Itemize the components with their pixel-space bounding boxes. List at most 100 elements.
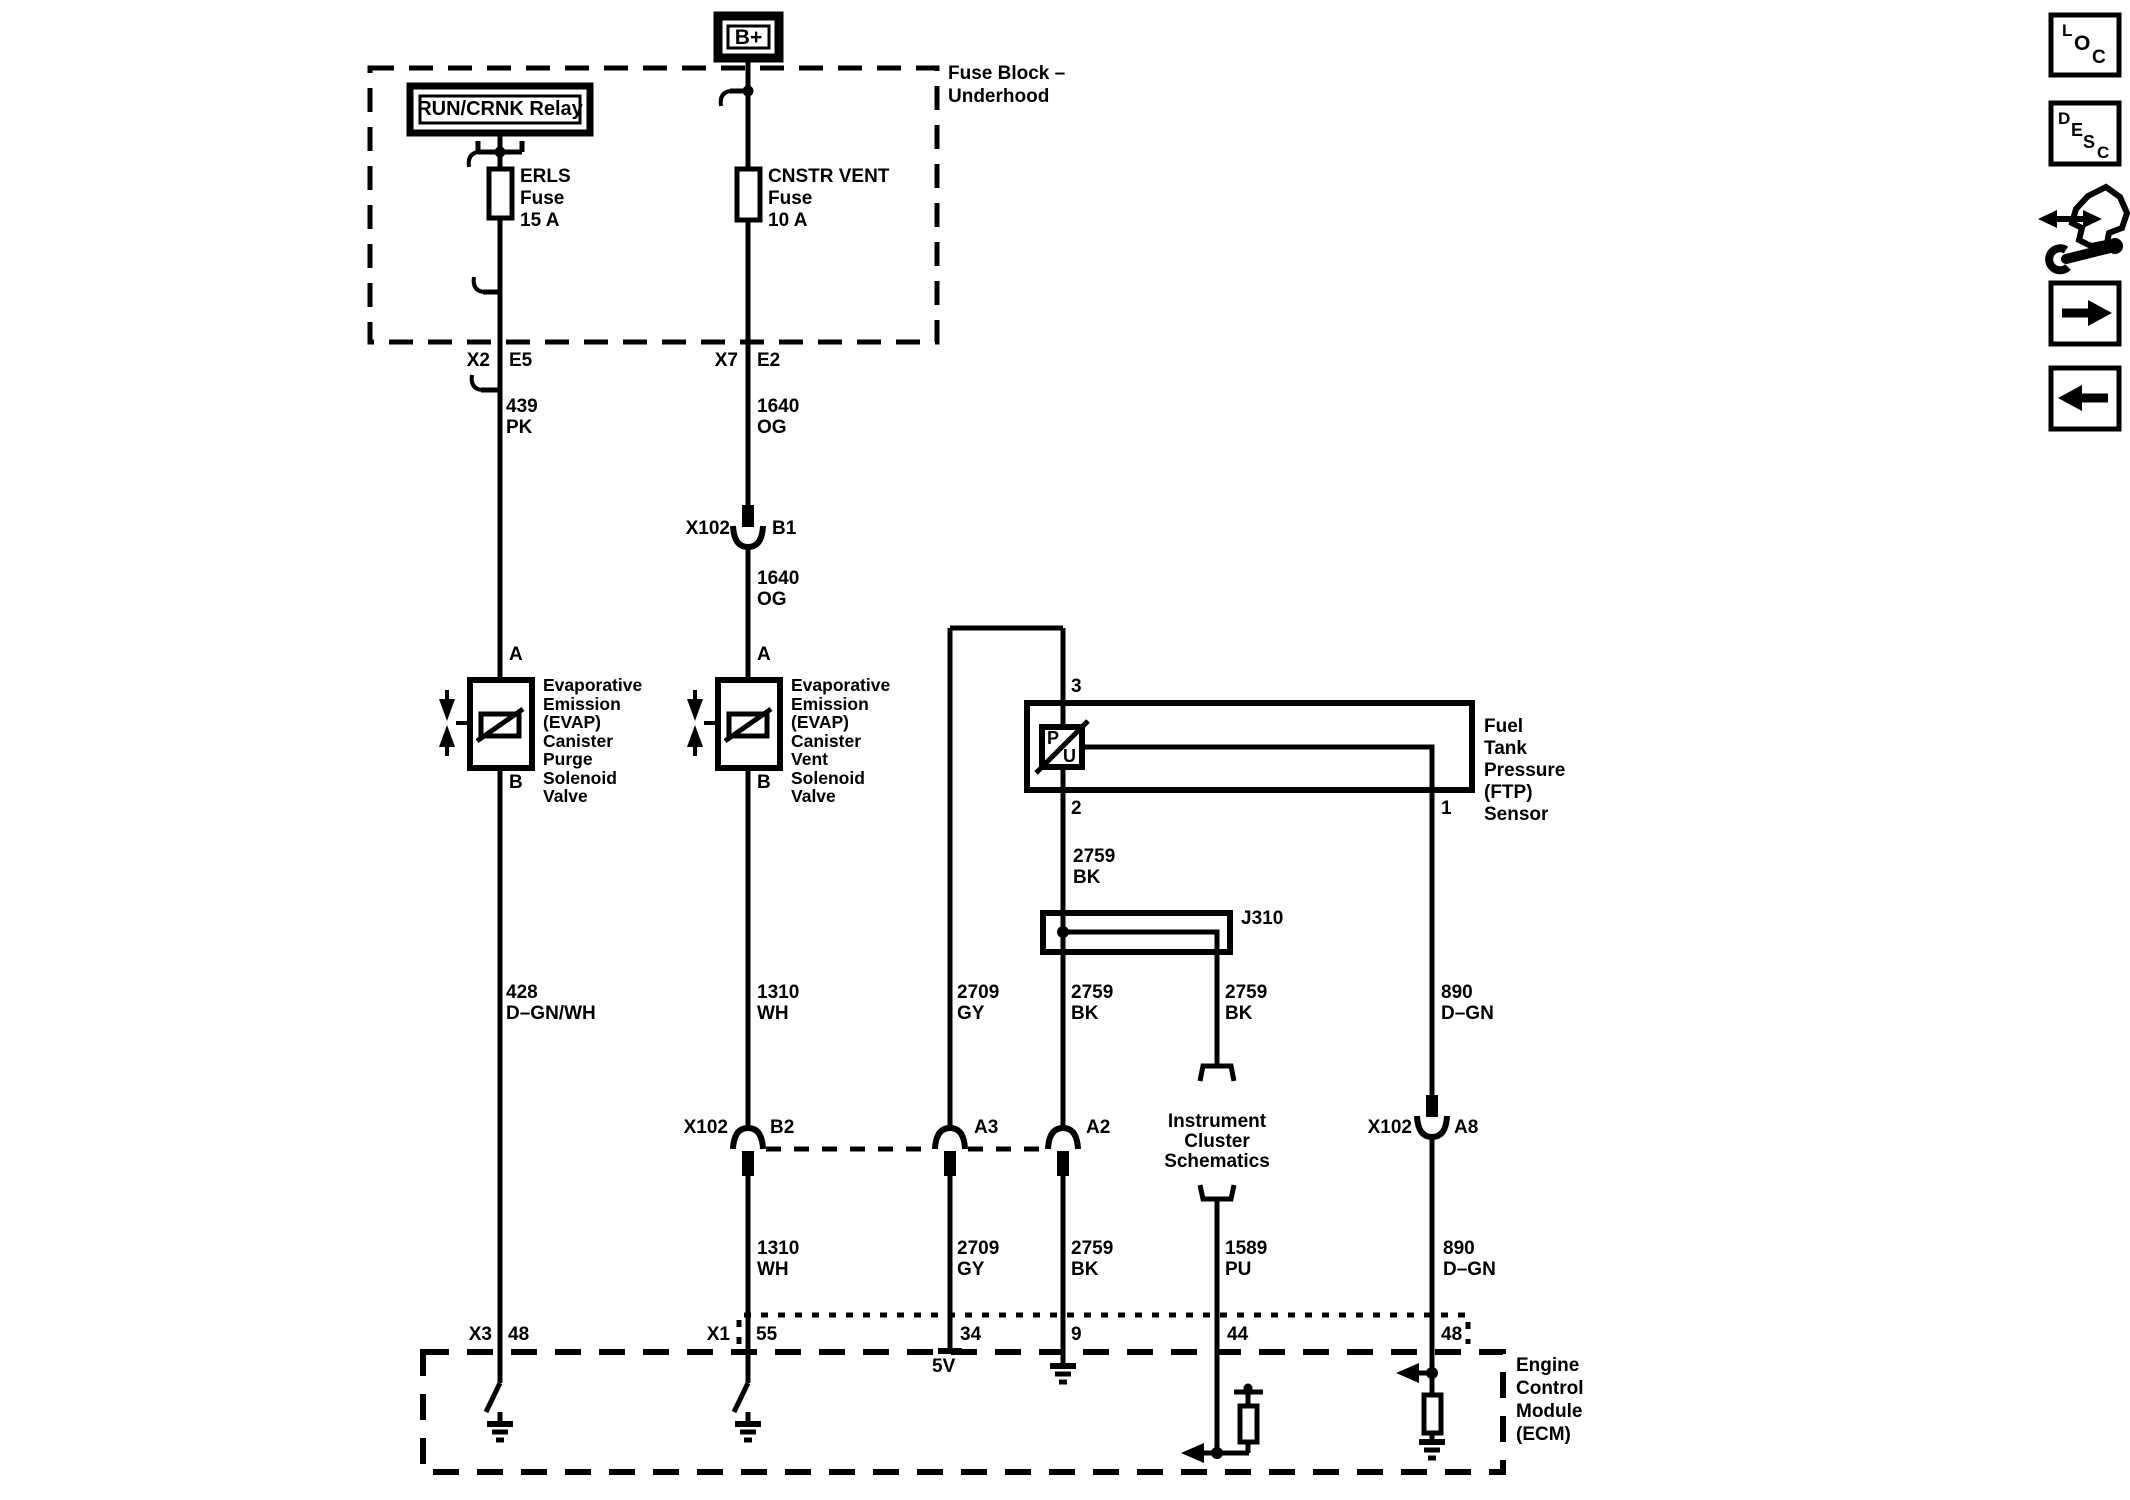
connector-x7-label: X7 [714, 350, 738, 371]
wire-label-1640-og-a: 1640 OG [757, 396, 800, 438]
evap-vent-valve-box [687, 677, 783, 771]
ground-symbol-ecm-48 [487, 1412, 513, 1443]
cnstr-vent-fuse-symbol [734, 166, 763, 223]
fuse-block-label: Fuse Block – Underhood [948, 63, 1066, 107]
ecm-pin-9-label: 9 [1071, 1324, 1082, 1345]
pin-b-purge-label: B [509, 772, 523, 793]
connector-x2-label: X2 [466, 350, 490, 371]
battery-positive-box [713, 11, 784, 63]
ecm-pin-34-label: 34 [960, 1324, 982, 1345]
wire-label-1640-og-b: 1640 OG [757, 568, 800, 610]
pin-e5-label: E5 [509, 350, 533, 371]
diagnostic-repair-icon[interactable] [2038, 183, 2130, 275]
ftp-sensor-label: Fuel Tank Pressure (FTP) Sensor [1484, 716, 1566, 825]
x1-connector-dotted-line [736, 1312, 1471, 1344]
ecm-internal-44 [1181, 1383, 1263, 1463]
sidebar-desc-letter-s[interactable]: S [2083, 132, 2096, 152]
sidebar-desc-letter-c[interactable]: C [2097, 143, 2110, 162]
pin-b1-label: B1 [772, 518, 797, 539]
sidebar-desc-letter-e[interactable]: E [2071, 120, 2084, 140]
ecm-connector-x1-label: X1 [706, 1324, 730, 1345]
x102-a8-connector [1414, 1095, 1450, 1141]
sidebar-loc-letter-c[interactable]: C [2092, 47, 2106, 68]
fuse-block-underhood-box [367, 65, 940, 345]
pin-a2-label: A2 [1086, 1117, 1111, 1138]
pin-1-label: 1 [1441, 798, 1452, 819]
wire-label-890-dgn-a: 890 D–GN [1441, 982, 1494, 1024]
connector-x102-a8-label: X102 [1367, 1117, 1412, 1138]
back-arrow-icon [2058, 385, 2108, 411]
ecm-box [420, 1349, 1506, 1475]
ftp-pressure-u-label: U [1063, 746, 1076, 766]
sidebar-loc-letter-o[interactable]: O [2074, 32, 2091, 55]
wire-label-1310-wh-a: 1310 WH [757, 982, 800, 1024]
wire-label-2709-gy-b: 2709 GY [957, 1238, 1000, 1280]
ftp-sensor-box [1024, 700, 1475, 793]
wire-label-2759-bk-c: 2759 BK [1225, 982, 1268, 1024]
wire-label-439-pk: 439 PK [506, 396, 538, 438]
evap-purge-valve-box [439, 677, 535, 771]
pin-a-vent-label: A [757, 644, 771, 665]
sidebar-back-button-box [2048, 365, 2122, 432]
sidebar-loc-letter-l[interactable]: L [2062, 21, 2073, 40]
sidebar-desc-button[interactable] [2051, 103, 2119, 164]
ecm-driver-switch-x1-55 [731, 1381, 751, 1414]
ecm-pin-44-label: 44 [1227, 1324, 1249, 1345]
ecm-pin-48-x1-label: 48 [1441, 1324, 1463, 1345]
evap-purge-valve-label: Evaporative Emission (EVAP) Canister Pur… [543, 675, 643, 806]
terminal-clip-cnstr [718, 85, 754, 107]
j310-splice-label: J310 [1241, 908, 1284, 929]
x102-a2-connector [1045, 1124, 1081, 1176]
connector-x102-b1-label: X102 [685, 518, 730, 539]
ground-symbol-ecm-9 [1050, 1352, 1076, 1385]
ecm-internal-48 [1396, 1363, 1445, 1461]
terminal-clip-x2 [469, 374, 498, 393]
ftp-pressure-p-label: P [1047, 728, 1060, 748]
ground-symbol-ecm-55 [735, 1412, 761, 1443]
run-crnk-relay-label: RUN/CRNK Relay [417, 98, 583, 120]
ecm-pin-55-label: 55 [756, 1324, 778, 1345]
instrument-cluster-schematics-label: Instrument Cluster Schematics [1164, 1111, 1270, 1172]
sidebar-loc-button-box [2048, 12, 2122, 78]
cnstr-vent-fuse-label: CNSTR VENT Fuse 10 A [768, 166, 890, 231]
pin-3-label: 3 [1071, 676, 1082, 697]
erls-fuse-symbol [486, 166, 515, 221]
battery-positive-label: B+ [734, 25, 763, 49]
wire-label-2759-bk-a: 2759 BK [1073, 846, 1116, 888]
sidebar-desc-letter-d[interactable]: D [2058, 109, 2071, 128]
ecm-5v-label: 5V [932, 1356, 956, 1377]
sidebar-back-button[interactable] [2051, 368, 2119, 429]
x102-b1-connector [730, 505, 766, 551]
pin-a8-label: A8 [1454, 1117, 1479, 1138]
wire-2709-gy [938, 625, 1063, 1354]
evap-vent-valve-label: Evaporative Emission (EVAP) Canister Ven… [791, 675, 891, 806]
erls-fuse-label: ERLS Fuse 15 A [520, 166, 571, 231]
sidebar-next-button-box [2048, 280, 2122, 347]
wire-label-1589-pu: 1589 PU [1225, 1238, 1268, 1280]
wire-label-2709-gy-a: 2709 GY [957, 982, 1000, 1024]
sidebar-desc-button-box [2048, 100, 2122, 167]
wire-label-428-dgnwh: 428 D–GN/WH [506, 982, 596, 1024]
sidebar-loc-button[interactable] [2051, 15, 2119, 75]
terminal-clip-erls-out [471, 276, 500, 295]
pin-2-label: 2 [1071, 798, 1082, 819]
wire-label-890-dgn-b: 890 D–GN [1443, 1238, 1496, 1280]
x102-b2-connector [730, 1124, 766, 1176]
next-arrow-icon [2062, 300, 2112, 326]
terminal-clip-relay [466, 141, 525, 168]
pin-a3-label: A3 [974, 1117, 999, 1138]
pin-e2-label: E2 [757, 350, 781, 371]
x102-a3-connector [932, 1124, 968, 1176]
wire-label-2759-bk-b: 2759 BK [1071, 982, 1114, 1024]
ecm-driver-switch-x3-48 [483, 1381, 503, 1414]
wire-1589-pu [1199, 1199, 1249, 1456]
pin-b-vent-label: B [757, 772, 771, 793]
offpage-bracket-up [1197, 1184, 1237, 1202]
ecm-label: Engine Control Module (ECM) [1516, 1355, 1584, 1445]
offpage-bracket-down [1197, 1063, 1237, 1082]
connector-x102-b2-label: X102 [683, 1117, 728, 1138]
j310-splice-box [1040, 910, 1233, 955]
sidebar-next-button[interactable] [2051, 283, 2119, 344]
